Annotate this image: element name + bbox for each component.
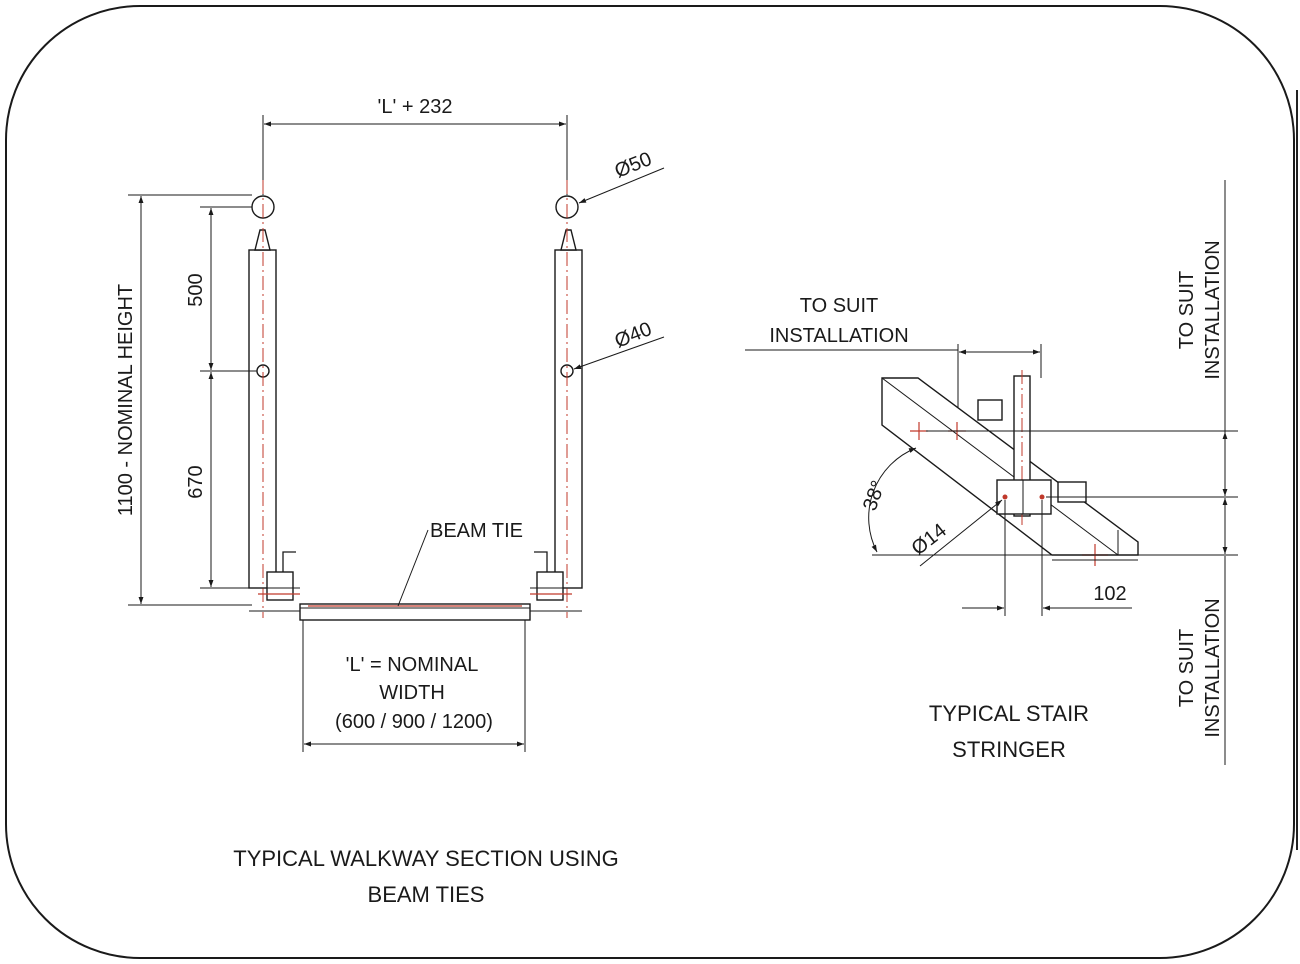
- angle-label: 38°: [859, 478, 890, 514]
- suit-right-upper-line2: INSTALLATION: [1202, 240, 1224, 379]
- walkway-section: 'L' + 232: [115, 96, 665, 907]
- suit-right-lower-line1: TO SUIT: [1176, 629, 1198, 708]
- dim-500-label: 500: [185, 273, 207, 306]
- width-label-line1: 'L' = NOMINAL: [346, 654, 479, 676]
- dim-670-label: 670: [185, 465, 207, 498]
- walkway-title-line2: BEAM TIES: [368, 882, 485, 907]
- suit-right-lower-line2: INSTALLATION: [1202, 598, 1224, 737]
- width-label-line3: (600 / 900 / 1200): [335, 711, 493, 733]
- dia-14-label: Ø14: [908, 519, 951, 560]
- left-post: [248, 180, 300, 618]
- dim-height-label: 1100 - NOMINAL HEIGHT: [115, 284, 137, 516]
- stringer-title-line2: STRINGER: [952, 737, 1066, 762]
- beam-tie-label: BEAM TIE: [430, 520, 523, 542]
- dim-top-label: 'L' + 232: [378, 96, 453, 118]
- width-label-line2: WIDTH: [379, 682, 445, 704]
- beam-tie: [299, 603, 531, 621]
- drawing-frame: [5, 5, 1295, 959]
- stair-stringer: TO SUIT INSTALLATION: [745, 180, 1238, 765]
- suit-top-line1: TO SUIT: [800, 295, 879, 317]
- dim-102-label: 102: [1093, 583, 1126, 605]
- angle-arc: [868, 447, 917, 553]
- suit-top-line2: INSTALLATION: [769, 325, 908, 347]
- stringer-title-line1: TYPICAL STAIR: [929, 701, 1089, 726]
- suit-right-upper-line1: TO SUIT: [1176, 271, 1198, 350]
- dia-50-label: Ø50: [612, 148, 655, 183]
- right-post: [530, 180, 583, 618]
- walkway-title-line1: TYPICAL WALKWAY SECTION USING: [233, 846, 618, 871]
